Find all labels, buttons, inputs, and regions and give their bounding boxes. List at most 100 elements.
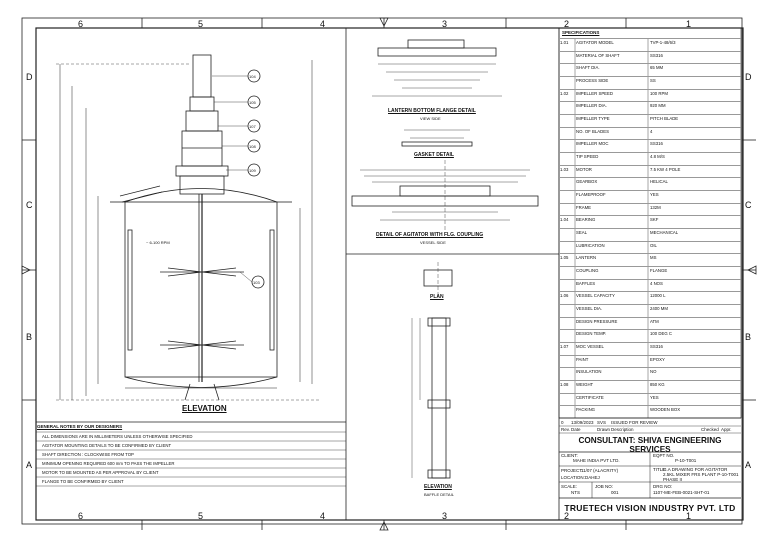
spec-value: EPOXY <box>650 356 665 362</box>
zone-bottom-4: 4 <box>320 511 326 521</box>
spec-row: NO. OF BLADES 4 <box>559 126 741 140</box>
spec-value: SS316 <box>650 141 663 147</box>
spec-table-title: SPECIFICATIONS <box>562 30 600 35</box>
zone-bottom-2: 2 <box>564 511 570 521</box>
caption-elevation: ELEVATION <box>182 404 227 413</box>
inner-border <box>35 27 744 521</box>
spec-value: TVP-1-48/6/3 <box>650 40 676 45</box>
spec-row: DESIGN TEMP.100 DEG C <box>559 329 741 342</box>
spec-parameter: COUPLING <box>576 268 599 273</box>
spec-parameter: FLAMEPROOF <box>576 192 606 197</box>
zone-top-2: 2 <box>564 19 570 29</box>
spec-value: 12000 L <box>650 293 666 299</box>
spec-value: 65 MM <box>650 65 664 71</box>
spec-item-no: 1.07 <box>560 344 569 349</box>
scale-value: NTS <box>571 490 580 495</box>
spec-row: FRAME 132M <box>559 202 741 216</box>
spec-row: PAINT EPOXY <box>559 354 741 368</box>
zone-left-d: D <box>26 72 33 82</box>
caption-plan: PLAN <box>430 294 444 300</box>
drawing-title-label: TITLE: <box>653 467 667 472</box>
spec-parameter: IMPELLER MOC <box>576 141 609 147</box>
baffle-strip <box>431 317 447 479</box>
spec-value: NO <box>650 369 657 375</box>
impeller-lower <box>160 340 244 350</box>
zone-top-3: 3 <box>442 19 448 29</box>
caption-lantern-sub: VIEW SIDE <box>420 116 441 121</box>
spec-row: INSULATION NO <box>559 367 741 380</box>
vessel-shell <box>124 201 278 378</box>
zone-left-b: B <box>26 332 33 342</box>
spec-parameter: FRAME <box>576 204 592 210</box>
caption-agitator-detail: DETAIL OF AGITATOR WITH FLG. COUPLING <box>376 232 484 238</box>
spec-parameter: PACKING <box>576 407 596 413</box>
general-note-item: FLANGE TO BE CONFIRMED BY CLIENT <box>42 479 124 484</box>
impeller-upper <box>160 267 244 277</box>
spec-value: 4 <box>650 128 653 134</box>
spec-parameter: IMPELLER SPEED <box>576 90 614 96</box>
spec-value: SS <box>650 78 656 83</box>
spec-parameter: PAINT <box>576 356 589 362</box>
consultant-name: CONSULTANT: SHIVA ENGINEERING SERVICES <box>578 436 722 454</box>
rev-header-appr: Appr. <box>721 427 732 432</box>
eqpt-label: EQPT NO. <box>653 453 675 458</box>
scale-label: SCALE: <box>561 484 578 489</box>
spec-value: OIL <box>650 242 657 248</box>
spec-item-no: 1.05 <box>560 255 569 261</box>
vessel-bottom-dish <box>124 376 278 388</box>
zone-left-c: C <box>26 200 33 210</box>
spec-row: TIP SPEED 4.8 M/S <box>559 152 741 165</box>
project-value: 11/07 (ALACRITY) <box>581 468 619 473</box>
spec-parameter: INSULATION <box>576 369 602 375</box>
spec-value: ATM <box>650 318 659 324</box>
spec-value: SS316 <box>650 344 663 349</box>
spec-row: IMPELLER MOC SS316 <box>559 139 741 152</box>
callout-109: 109 <box>249 168 256 173</box>
callout-108: 108 <box>249 144 256 149</box>
spec-parameter: SEAL <box>576 230 587 235</box>
spec-value: SKF <box>650 217 659 223</box>
drg-label: DRG NO: <box>653 484 673 489</box>
spec-value: MECHANICAL <box>650 230 679 235</box>
spec-value: 100 RPM <box>650 90 668 96</box>
rev-description: ISSUED FOR REVIEW <box>611 420 658 425</box>
general-note-item: ALL DIMENSIONS ARE IN MILLIMETERS UNLESS… <box>42 434 193 439</box>
spec-parameter: WEIGHT <box>576 382 594 387</box>
spec-value: 4.8 M/S <box>650 154 665 159</box>
spec-parameter: LUBRICATION <box>576 242 605 248</box>
company-name: TRUETECH VISION INDUSTRY PVT. LTD <box>564 503 736 513</box>
spec-value: 2400 MM <box>650 306 668 311</box>
zone-bottom-5: 5 <box>198 511 204 521</box>
zone-right-d: D <box>745 72 752 82</box>
general-note-item: AGITATOR MOUNTING DETAILS TO BE CONFIRME… <box>42 443 172 448</box>
spec-value: 132M <box>650 204 661 210</box>
zone-bottom-1: 1 <box>686 511 692 521</box>
spec-row: IMPELLER DIA.920 MM <box>559 101 741 114</box>
motor-body <box>192 54 212 98</box>
general-notes-heading: GENERAL NOTES BY OUR DESIGNERS <box>37 424 123 429</box>
caption-agitator-sub: VESSEL SIDE <box>420 240 446 245</box>
caption-gasket: GASKET DETAIL <box>414 152 454 158</box>
spec-value: HELICAL <box>650 179 668 185</box>
spec-item-no: 1.02 <box>560 90 569 96</box>
callout-105: 105 <box>249 100 256 105</box>
zone-left-a: A <box>26 460 33 470</box>
spec-parameter: NO. OF BLADES <box>576 128 609 134</box>
spec-value: PITCH BLADE <box>650 116 679 121</box>
spec-value: 4 NOS <box>650 280 663 286</box>
spec-parameter: TIP SPEED <box>576 154 599 159</box>
